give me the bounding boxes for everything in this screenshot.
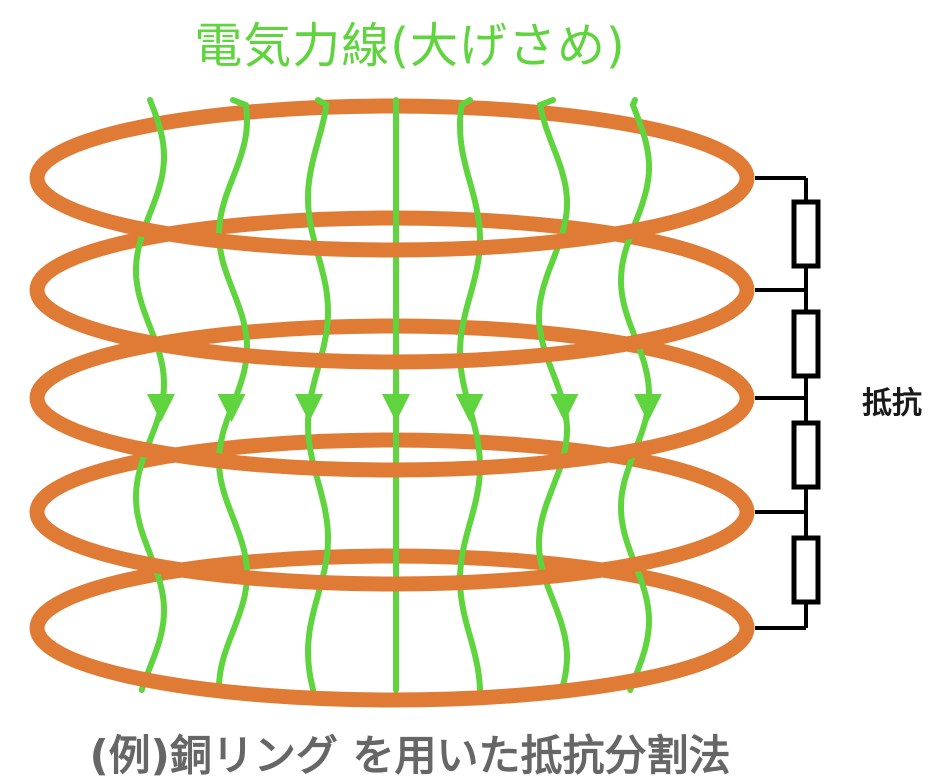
resistor-label: 抵抗 (862, 386, 922, 421)
caption: (例)銅リング を用いた抵抗分割法 (89, 731, 731, 780)
field-line-arrow (146, 394, 175, 422)
copper-ring-front (29, 511, 755, 592)
copper-ring-front (29, 289, 755, 370)
copper-ring-back (29, 210, 755, 291)
resistor (791, 535, 821, 605)
field-line-arrow (455, 394, 484, 422)
resistor (791, 420, 821, 490)
field-line-arrow (633, 394, 662, 422)
field-line-arrow (295, 394, 324, 422)
resistor (791, 309, 821, 379)
copper-ring-back (29, 432, 755, 513)
diagram-title: 電気力線(大げさめ) (194, 18, 626, 74)
copper-ring-front (29, 397, 755, 478)
copper-ring-back (29, 98, 755, 179)
copper-ring-front (29, 177, 755, 258)
copper-ring-front (29, 627, 755, 708)
copper-ring-back (29, 548, 755, 629)
copper-ring-back (29, 318, 755, 399)
field-line-arrow (217, 394, 246, 422)
resistor (791, 199, 821, 269)
field-line-arrow (550, 394, 579, 422)
field-line-arrow (382, 394, 410, 422)
